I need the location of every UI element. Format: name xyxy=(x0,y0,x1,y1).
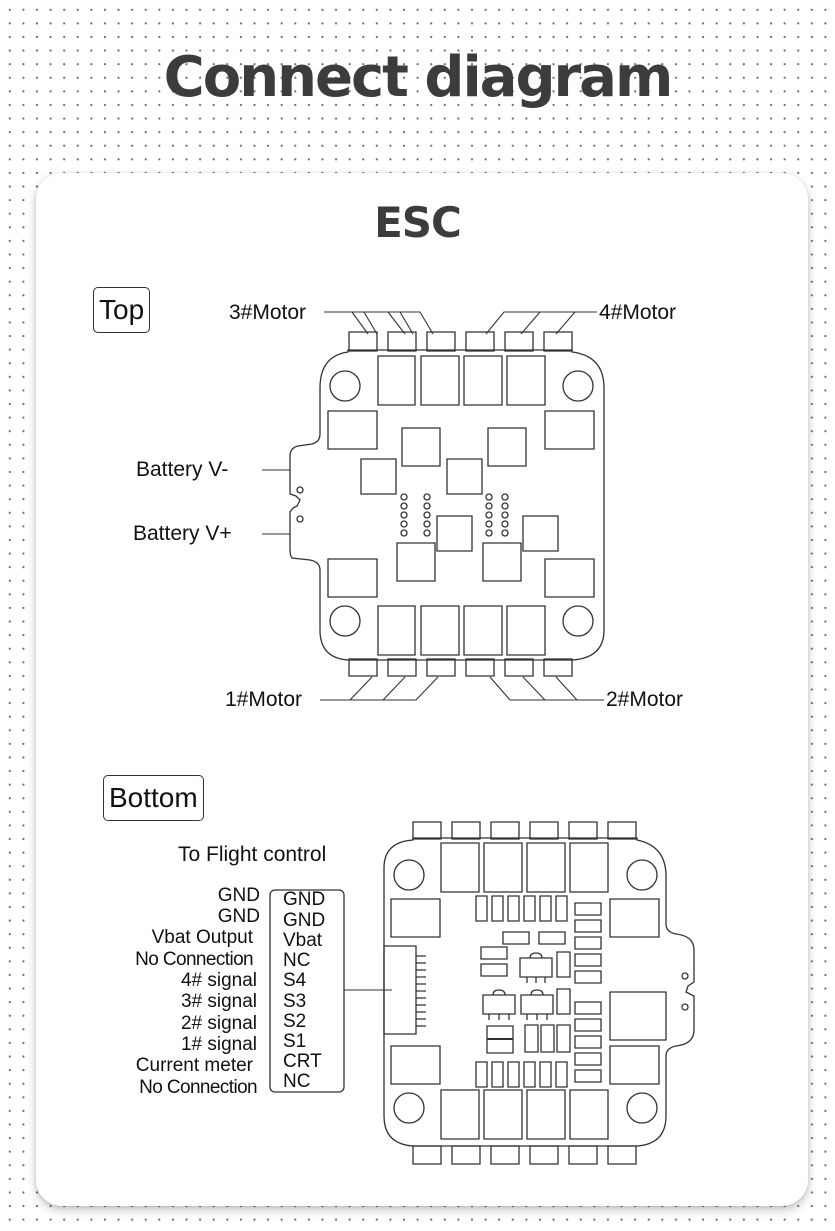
bottom-view-tag: Bottom xyxy=(103,775,204,821)
esc-heading: ESC xyxy=(374,198,462,247)
pin-function-label: Current meter xyxy=(135,1055,253,1076)
pin-name-label: NC xyxy=(283,1071,311,1092)
pin-name-label: S4 xyxy=(283,970,307,991)
pin-name-label: GND xyxy=(283,910,326,931)
pin-name-label: S1 xyxy=(283,1031,307,1052)
pin-name-label: GND xyxy=(283,889,326,910)
motor1-label: 1#Motor xyxy=(225,688,303,711)
pin-name-label: NC xyxy=(283,950,311,971)
flight-control-caption: To Flight control xyxy=(178,843,327,866)
pin-name-label: CRT xyxy=(283,1051,322,1072)
motor2-label: 2#Motor xyxy=(606,688,684,711)
pin-function-label: 3# signal xyxy=(180,991,257,1012)
page-title: Connect diagram xyxy=(163,45,674,110)
pin-function-label: 2# signal xyxy=(180,1013,257,1034)
pin-function-label: No Connection xyxy=(135,949,253,970)
pin-name-label: Vbat xyxy=(283,930,323,951)
pin-function-label: No Connection xyxy=(139,1077,257,1098)
battery-negative-label: Battery V- xyxy=(136,458,229,481)
pin-function-label: 4# signal xyxy=(180,970,257,991)
pin-function-label: GND xyxy=(217,885,260,906)
diagram-card xyxy=(36,173,808,1206)
pin-function-label: 1# signal xyxy=(180,1034,257,1055)
top-view-tag: Top xyxy=(93,287,151,333)
pin-function-label: GND xyxy=(217,906,260,927)
motor4-label: 4#Motor xyxy=(599,301,677,324)
motor3-label: 3#Motor xyxy=(229,301,307,324)
battery-positive-label: Battery V+ xyxy=(133,522,232,545)
pin-function-label: Vbat Output xyxy=(151,927,253,948)
pin-name-label: S3 xyxy=(283,991,307,1012)
pin-name-label: S2 xyxy=(283,1011,307,1032)
